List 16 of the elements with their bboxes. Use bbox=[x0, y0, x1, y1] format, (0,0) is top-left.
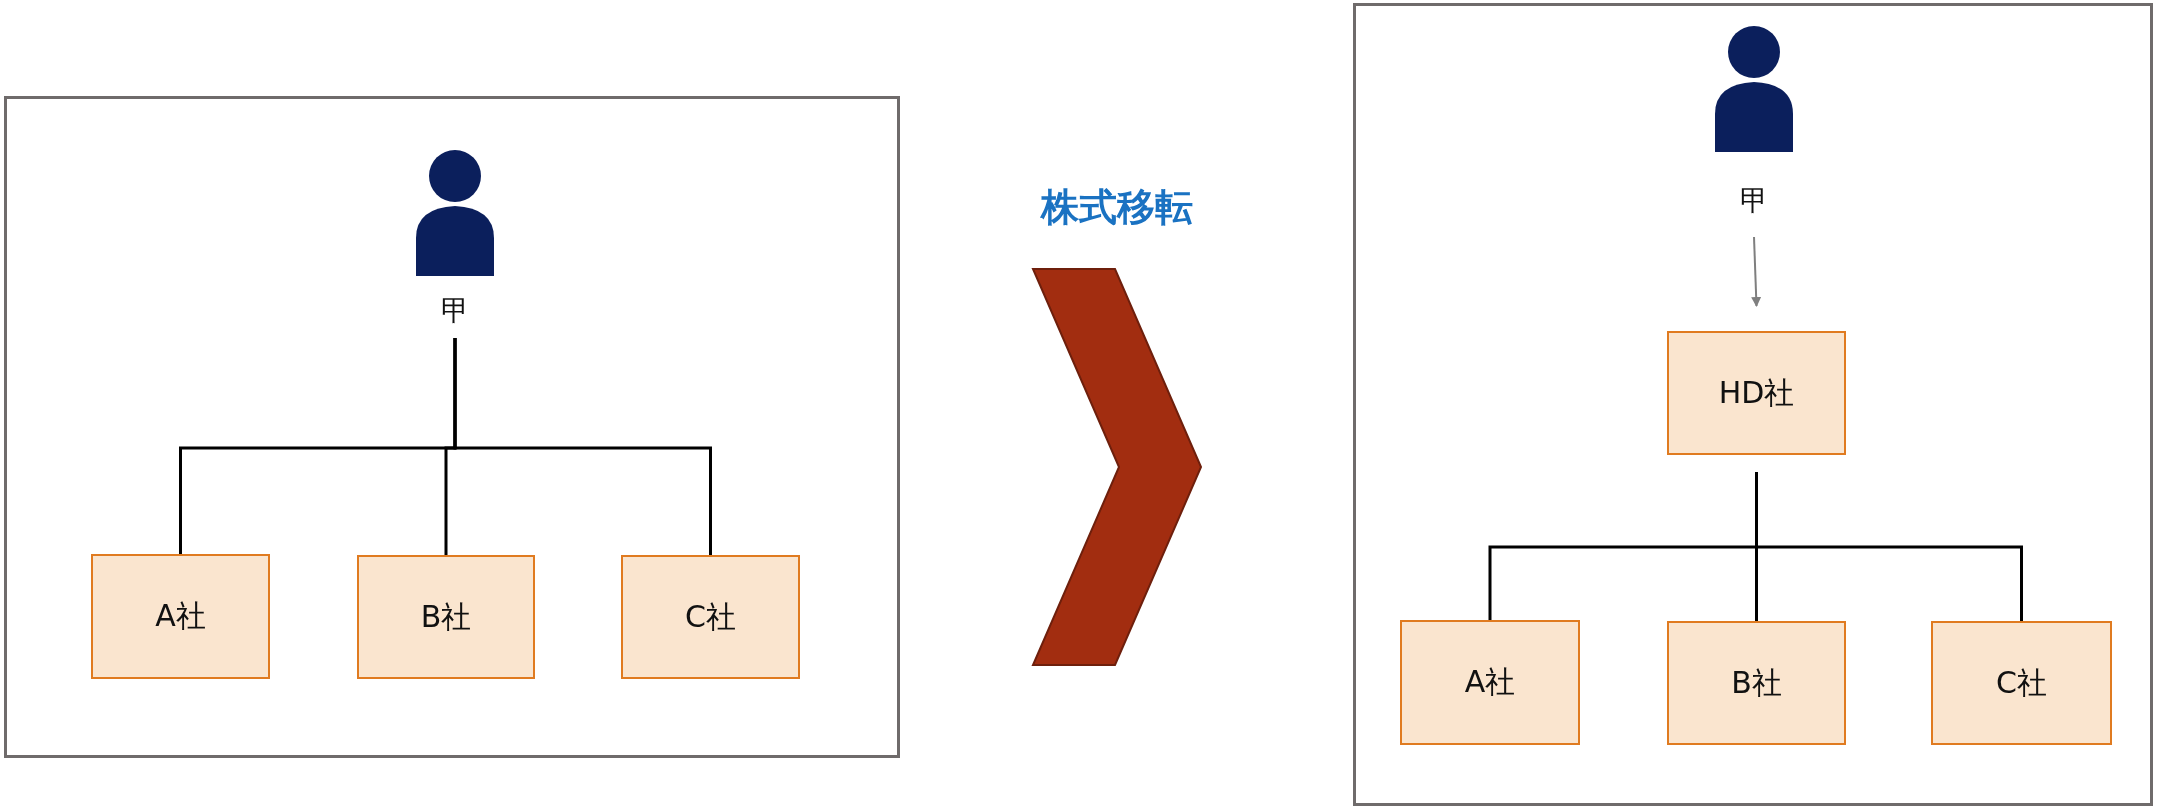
frame-box bbox=[1353, 3, 2153, 806]
chevron-arrow bbox=[1031, 268, 1203, 666]
heading-label: 株式移転 bbox=[1039, 184, 1194, 231]
person-label: 甲 bbox=[1739, 183, 1769, 219]
company-box: A社 bbox=[1400, 620, 1580, 745]
company-box: A社 bbox=[91, 554, 270, 679]
connector-line bbox=[453, 338, 712, 555]
company-box: HD社 bbox=[1667, 331, 1846, 455]
frame-box bbox=[4, 96, 900, 758]
company-box: C社 bbox=[621, 555, 800, 679]
company-box: C社 bbox=[1931, 621, 2112, 745]
company-box: B社 bbox=[1667, 621, 1846, 745]
connector-line bbox=[1755, 472, 2023, 621]
company-box: B社 bbox=[357, 555, 535, 679]
person-label: 甲 bbox=[440, 293, 470, 329]
arrow bbox=[1751, 236, 1762, 307]
